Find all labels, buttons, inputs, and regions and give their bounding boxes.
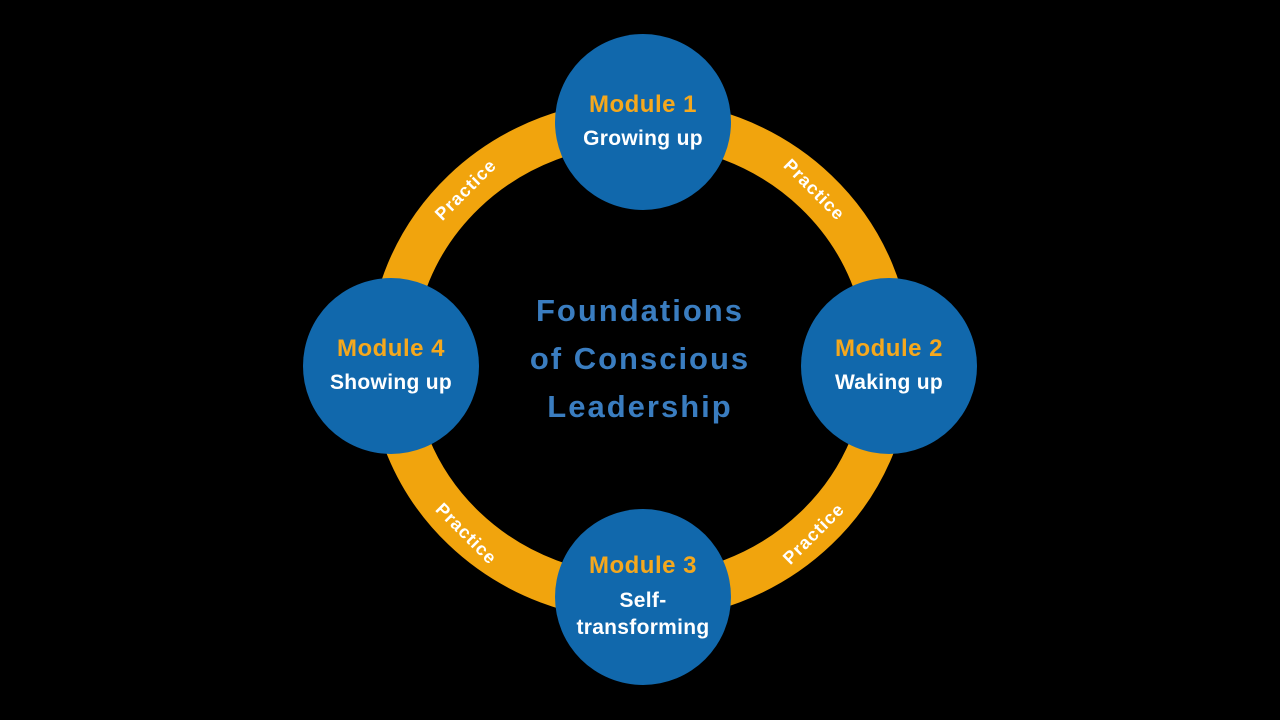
page-title-line-3: Leadership — [547, 389, 733, 424]
module-3-subtitle: Self-transforming — [576, 588, 710, 639]
module-1-circle: Module 1 Growing up — [555, 34, 731, 210]
module-2-circle: Module 2 Waking up — [801, 278, 977, 454]
page-title-line-1: Foundations — [536, 293, 744, 328]
module-1-label: Module 1 — [588, 90, 697, 118]
page-title: Foundations of Conscious Leadership — [390, 287, 890, 431]
module-3-circle: Module 3 Self-transforming — [555, 509, 731, 685]
module-2-label: Module 2 — [834, 334, 943, 362]
module-4-subtitle: Showing up — [330, 371, 452, 395]
page-title-line-2: of Conscious — [529, 341, 751, 376]
module-2-subtitle: Waking up — [834, 371, 944, 395]
module-4-circle: Module 4 Showing up — [303, 278, 479, 454]
module-3-label: Module 3 — [588, 552, 697, 580]
module-4-label: Module 4 — [336, 334, 445, 362]
module-1-subtitle: Growing up — [583, 127, 703, 151]
